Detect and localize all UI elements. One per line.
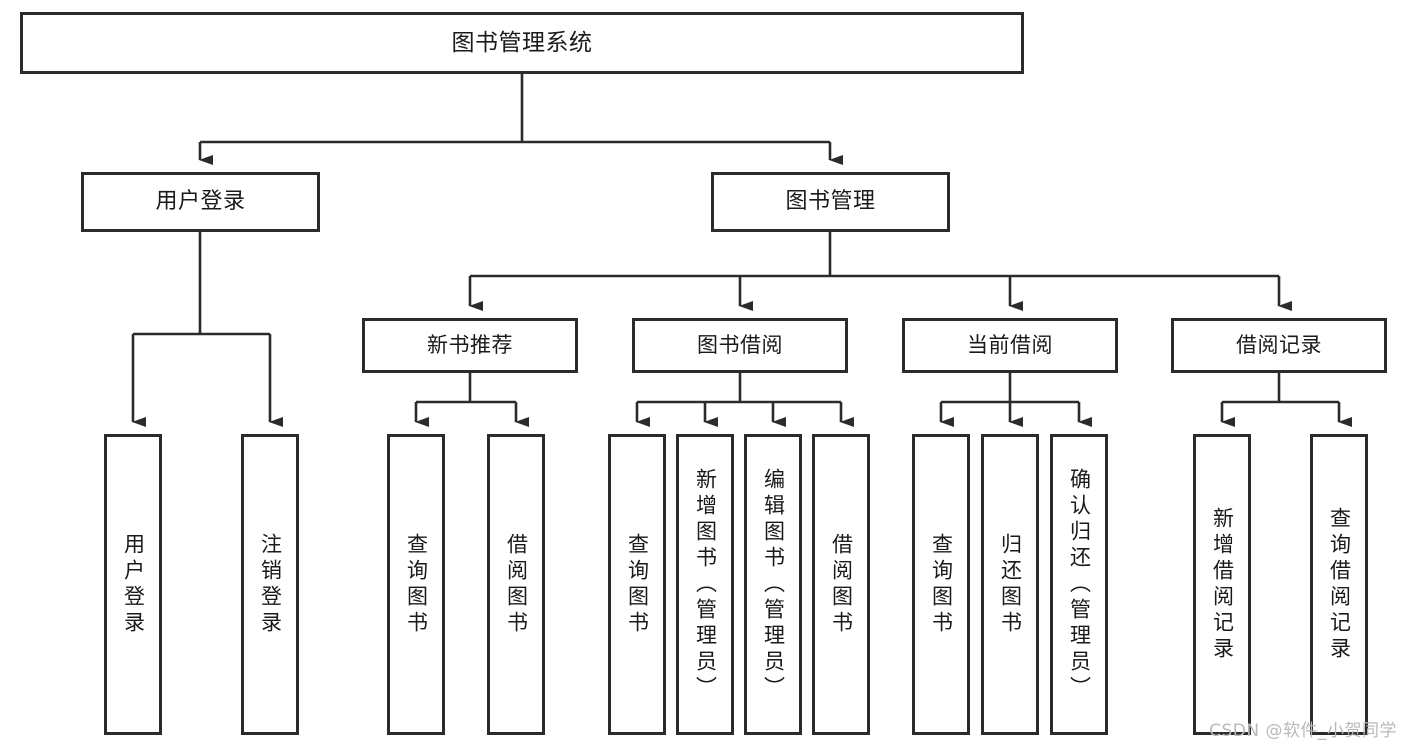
node-book-borrow[interactable]: 图书借阅 [632,318,848,373]
node-label: 图书管理 [785,189,876,215]
node-current-borrow[interactable]: 当前借阅 [902,318,1118,373]
node-label: 确认归还（管理员） [1067,467,1092,702]
node-new-book-recommend[interactable]: 新书推荐 [362,318,578,373]
leaf-current-borrow-return[interactable]: 归还图书 [981,434,1039,735]
node-label: 归还图书 [998,532,1023,637]
node-label: 借阅记录 [1236,333,1322,358]
leaf-book-borrow-edit[interactable]: 编辑图书（管理员） [744,434,802,735]
node-label: 新增借阅记录 [1210,506,1235,663]
node-label: 当前借阅 [967,333,1053,358]
node-label: 查询借阅记录 [1327,506,1352,663]
node-label: 借阅图书 [829,532,854,637]
leaf-current-borrow-query[interactable]: 查询图书 [912,434,970,735]
leaf-book-borrow-borrow[interactable]: 借阅图书 [812,434,870,735]
node-borrow-record[interactable]: 借阅记录 [1171,318,1387,373]
node-label: 编辑图书（管理员） [761,467,786,702]
node-label: 借阅图书 [504,532,529,637]
node-label: 新书推荐 [427,333,513,358]
node-label: 查询图书 [929,532,954,637]
csdn-watermark: CSDN @软件_小贺同学 [1209,721,1397,741]
node-label: 新增图书（管理员） [693,467,718,702]
node-label: 图书管理系统 [451,29,593,56]
leaf-new-book-borrow[interactable]: 借阅图书 [487,434,545,735]
leaf-borrow-record-add[interactable]: 新增借阅记录 [1193,434,1251,735]
leaf-user-login-signout[interactable]: 注销登录 [241,434,299,735]
leaf-user-login-signin[interactable]: 用户登录 [104,434,162,735]
leaf-borrow-record-query[interactable]: 查询借阅记录 [1310,434,1368,735]
node-label: 查询图书 [404,532,429,637]
node-user-login[interactable]: 用户登录 [81,172,320,232]
node-root-book-management-system[interactable]: 图书管理系统 [20,12,1024,74]
node-label: 查询图书 [625,532,650,637]
leaf-current-borrow-confirm-return[interactable]: 确认归还（管理员） [1050,434,1108,735]
node-book-management[interactable]: 图书管理 [711,172,950,232]
leaf-book-borrow-query[interactable]: 查询图书 [608,434,666,735]
node-label: 用户登录 [121,532,146,637]
leaf-book-borrow-add[interactable]: 新增图书（管理员） [676,434,734,735]
node-label: 用户登录 [155,189,246,215]
leaf-new-book-query[interactable]: 查询图书 [387,434,445,735]
node-label: 图书借阅 [697,333,783,358]
node-label: 注销登录 [258,532,283,637]
